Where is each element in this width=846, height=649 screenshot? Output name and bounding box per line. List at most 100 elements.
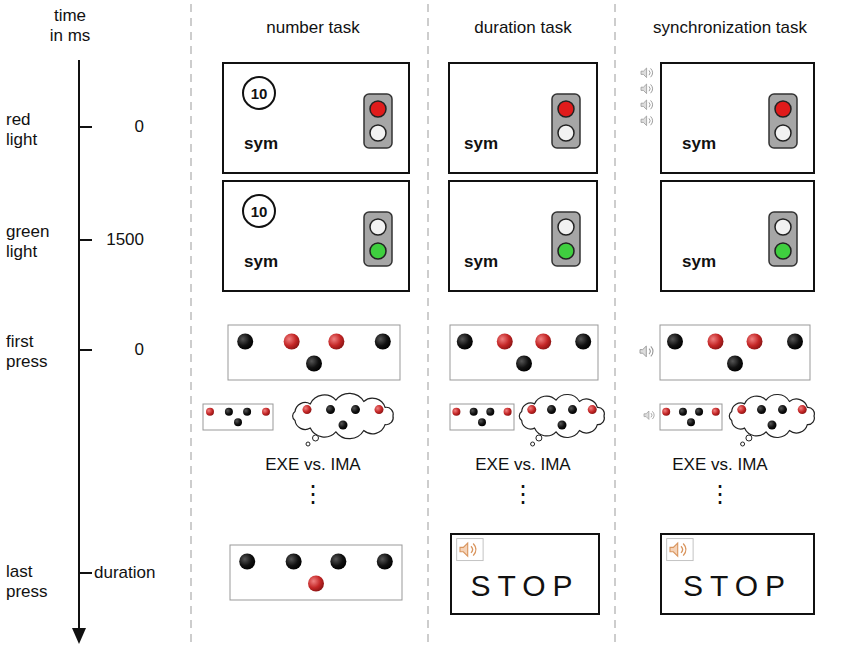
- black-key: [377, 554, 393, 570]
- task-screen: sym: [660, 180, 815, 292]
- speaker-body: [641, 84, 647, 94]
- red-key: [206, 408, 214, 416]
- ellipsis: ⋮: [690, 480, 750, 508]
- response-panel: [230, 545, 402, 600]
- axis-title: time in ms: [46, 6, 94, 45]
- black-key: [470, 408, 478, 416]
- red-key: [303, 405, 312, 414]
- axis-tick: [79, 572, 92, 574]
- response-panel: [450, 325, 598, 380]
- black-key: [575, 334, 591, 350]
- red-key: [308, 576, 324, 592]
- ellipsis: ⋮: [283, 480, 343, 508]
- row-label: last press: [6, 562, 58, 601]
- red-key: [737, 405, 746, 414]
- traffic-lamp: [775, 125, 791, 141]
- speaker-frame: [667, 539, 693, 561]
- black-key: [478, 418, 486, 426]
- tick-value: duration: [94, 563, 174, 583]
- symbol-label: sym: [464, 134, 498, 154]
- red-key: [452, 408, 460, 416]
- condition-label: EXE vs. IMA: [443, 455, 603, 475]
- red-key: [284, 334, 300, 350]
- speaker-wave: [651, 100, 653, 109]
- black-key: [239, 554, 255, 570]
- red-key: [798, 405, 807, 414]
- black-key: [457, 334, 473, 350]
- speaker-icon: [641, 116, 653, 126]
- response-panel: [450, 404, 514, 430]
- traffic-lamp: [775, 243, 791, 259]
- condition-label: EXE vs. IMA: [640, 455, 800, 475]
- column-separator: [614, 4, 616, 642]
- speaker-icon: [641, 100, 653, 110]
- red-key: [504, 408, 512, 416]
- traffic-lamp: [370, 125, 386, 141]
- symbol-label: sym: [682, 252, 716, 272]
- column-header: duration task: [443, 18, 603, 38]
- speaker-icon: [667, 539, 693, 561]
- traffic-lamp: [558, 125, 574, 141]
- traffic-lamp: [558, 243, 574, 259]
- speaker-icon: [641, 68, 653, 78]
- task-screen: sym: [448, 180, 598, 292]
- black-key: [237, 334, 253, 350]
- stop-signal: STOP: [683, 569, 792, 603]
- thought-bubble: [519, 394, 604, 437]
- thought-bubble: [729, 394, 814, 437]
- speaker-body: [460, 543, 468, 556]
- traffic-light: [552, 94, 580, 148]
- speaker-icon: [641, 84, 653, 94]
- black-key: [757, 405, 766, 414]
- stop-signal: STOP: [470, 569, 579, 603]
- red-key: [588, 405, 597, 414]
- red-key: [527, 405, 536, 414]
- time-axis: [78, 60, 80, 632]
- black-key: [778, 405, 787, 414]
- traffic-light: [769, 212, 797, 266]
- thought-bubble: [293, 393, 394, 438]
- traffic-light: [364, 212, 392, 266]
- speaker-wave: [652, 411, 654, 419]
- speaker-body: [644, 411, 649, 419]
- row-label: red light: [6, 110, 58, 149]
- black-key: [286, 554, 302, 570]
- black-key: [225, 408, 233, 416]
- speaker-frame: [457, 539, 483, 561]
- thought-trail: [741, 442, 745, 446]
- stop-screen: STOP: [450, 533, 600, 615]
- traffic-lamp: [775, 101, 791, 117]
- tick-value: 1500: [96, 230, 144, 250]
- speaker-wave: [651, 84, 653, 93]
- speaker-wave: [651, 346, 653, 356]
- traffic-lamp: [558, 219, 574, 235]
- speaker-icon: [640, 346, 653, 357]
- black-key: [558, 420, 567, 429]
- column-separator: [190, 4, 192, 642]
- task-screen: sym10: [222, 62, 410, 174]
- axis-arrowhead: [72, 628, 86, 644]
- red-key: [262, 408, 270, 416]
- task-screen: sym10: [222, 180, 410, 292]
- red-key: [747, 334, 763, 350]
- speaker-wave: [681, 546, 683, 553]
- speaker-icon: [457, 539, 483, 561]
- column-separator: [427, 4, 429, 642]
- black-key: [351, 405, 360, 414]
- red-key: [328, 334, 344, 350]
- speaker-wave: [651, 68, 653, 77]
- traffic-light: [769, 94, 797, 148]
- black-key: [330, 554, 346, 570]
- traffic-light: [364, 94, 392, 148]
- axis-tick: [79, 126, 92, 128]
- red-key: [712, 408, 720, 416]
- speaker-body: [641, 68, 647, 78]
- speaker-wave: [649, 118, 650, 123]
- traffic-lamp: [370, 219, 386, 235]
- speaker-body: [640, 346, 646, 357]
- tick-value: 0: [110, 117, 144, 137]
- task-screen: sym: [448, 62, 598, 174]
- speaker-body: [641, 116, 647, 126]
